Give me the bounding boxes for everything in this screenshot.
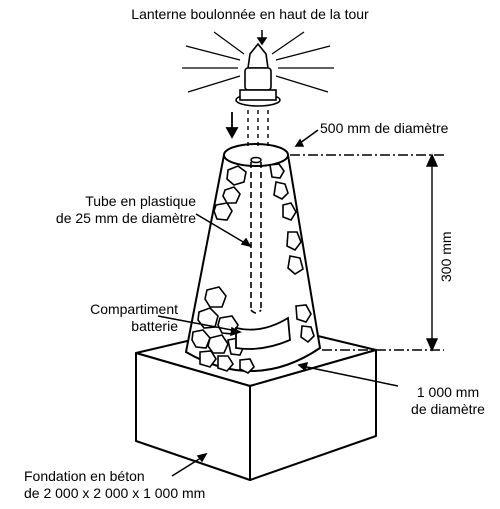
lantern-down-arrow [225,112,239,139]
bolt-guides [247,110,269,146]
tube-label-line2: de 25 mm de diamètre [55,210,196,226]
lantern-dome [247,42,269,69]
foundation-label-line2: de 2 000 x 2 000 x 1 000 mm [24,485,206,501]
lantern-body [244,67,272,91]
lantern-light-rays [182,31,334,93]
plastic-tube [250,162,262,314]
foundation-label-line1: Fondation en béton [24,468,145,484]
lantern-base [239,89,277,101]
cone-top-ellipse [223,143,289,167]
lantern-label: Lanterne boulonnée en haut de la tour [131,6,369,22]
cone-tower [184,143,322,374]
height-dimension [290,153,444,352]
battery-label-line1: Compartiment [90,301,178,317]
foundation-right-face [249,349,377,481]
tube-label-line1: Tube en plastique [85,193,196,209]
battery-label-line2: batterie [131,318,178,334]
battery-compartment [235,316,291,350]
tube-opening [250,156,262,164]
leader-lines [157,30,399,477]
height-label: 300 mm [438,231,454,282]
base-diameter-label-line2: de diamètre [411,401,485,417]
base-diameter-label-line1: 1 000 mm [416,384,480,400]
lantern [182,31,334,107]
top-diameter-label: 500 mm de diamètre [320,120,449,136]
